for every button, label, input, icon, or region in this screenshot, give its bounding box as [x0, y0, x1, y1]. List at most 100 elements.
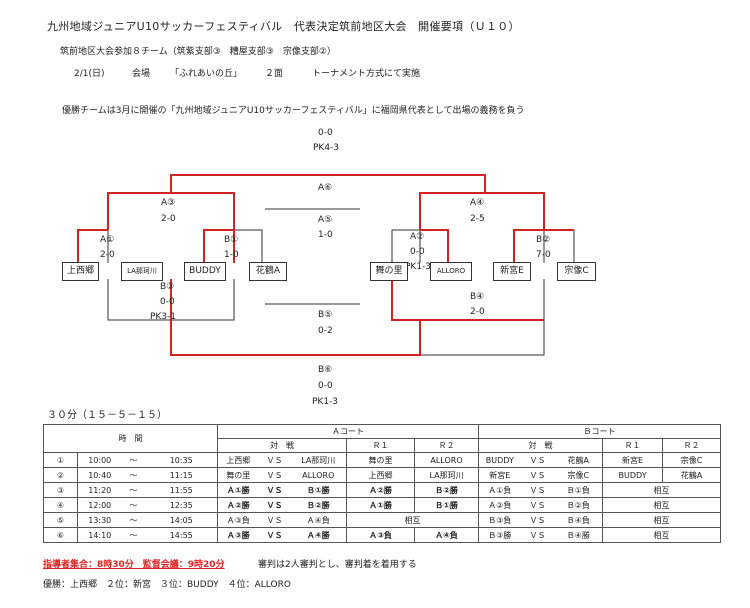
vs-label: ＶＳ [266, 485, 283, 495]
match-a1-score: 2-0 [100, 250, 115, 260]
court-a-referee: 相互 [345, 512, 480, 528]
row-number: ⑥ [43, 527, 78, 543]
bracket-winner-line [170, 174, 486, 193]
court-a-away: ALLORO [290, 467, 347, 483]
court-b-referee: 相互 [602, 497, 722, 513]
team-box: LA那珂川 [121, 262, 163, 281]
table-row: ⑥ 14:10 ～ 14:55 Ａ③勝 ＶＳ Ａ④勝 Ａ③負 Ａ④負 Ｂ③勝 Ｖ… [43, 527, 722, 543]
court-b-away: 花鶴A [554, 452, 604, 468]
vs-label: ＶＳ [266, 500, 283, 510]
end-time: 14:05 [145, 512, 218, 528]
vs-label: ＶＳ [520, 467, 555, 483]
bracket-winner-line [419, 192, 485, 230]
match-format-label: ３０分（１５－５－１５） [47, 410, 167, 421]
court-a-away: Ａ④勝 [306, 530, 330, 540]
start-time: 11:20 [77, 482, 122, 498]
time-separator: ～ [121, 497, 146, 513]
court-a-r2: Ｂ②勝 [435, 485, 458, 495]
vs-label: ＶＳ [520, 527, 555, 543]
participants-text: 筑前地区大会参加８チーム（筑紫支部③ 糟屋支部③ 宗像支部②） [60, 47, 336, 57]
end-time: 10:35 [145, 452, 218, 468]
match-b2-score: 7-0 [536, 250, 551, 260]
match-header: 対 戦 [478, 438, 604, 453]
vs-label: ＶＳ [520, 512, 555, 528]
match-a2-label: A② [410, 232, 425, 242]
third-place-score: 0-0 [318, 381, 333, 391]
match-b3-label: B③ [160, 282, 175, 292]
court-a-r1: Ａ③負 [369, 530, 392, 540]
court-b-r2: 宗像C [662, 452, 722, 468]
referee-note: 審判は2人審判とし、審判着を着用する [258, 560, 417, 570]
court-b-away: Ｂ①負 [554, 482, 604, 498]
semi-a-score: 1-0 [318, 230, 333, 240]
match-b3-score: 0-0 [160, 297, 175, 307]
court-b-referee: 相互 [602, 512, 722, 528]
court-a-home: Ａ③勝 [226, 530, 250, 540]
end-time: 12:35 [145, 497, 218, 513]
court-a-header: Ａコート [216, 424, 480, 439]
court-a-r2: LA那珂川 [413, 467, 480, 483]
team-box: BUDDY [184, 262, 226, 281]
match-a4-score: 2-5 [470, 214, 485, 224]
venue-label: 会場 [132, 69, 151, 79]
match-a1-label: A① [100, 235, 115, 245]
team-box: 花鶴A [249, 262, 287, 281]
row-number: ② [43, 467, 78, 483]
court-b-referee: 相互 [602, 527, 722, 543]
court-a-home: 舞の里 [217, 467, 259, 483]
court-a-r1: 舞の里 [346, 452, 415, 468]
court-b-r1: 新宮E [602, 452, 664, 468]
bracket-winner-line [391, 279, 544, 321]
start-time: 10:00 [77, 452, 122, 468]
court-b-r1: BUDDY [602, 467, 664, 483]
start-time: 10:40 [77, 467, 122, 483]
court-a-r1: 上西郷 [346, 467, 415, 483]
event-date: 2/1(日) [74, 69, 105, 79]
semi-a-label: A⑤ [318, 215, 333, 225]
vs-label: ＶＳ [258, 512, 291, 528]
vs-label: ＶＳ [258, 452, 291, 468]
final-pk: PK4-3 [313, 143, 340, 153]
bracket-winner-line [203, 229, 235, 263]
start-time: 12:00 [77, 497, 122, 513]
r1-header: Ｒ１ [602, 438, 664, 453]
match-a2-pk: PK1-3 [405, 262, 432, 272]
table-row: ① 10:00 ～ 10:35 上西郷 ＶＳ LA那珂川 舞の里 ALLORO … [43, 452, 722, 468]
end-time: 11:15 [145, 467, 218, 483]
match-b1-score: 1-0 [224, 250, 239, 260]
semi-b-label: B⑤ [318, 310, 333, 320]
qualification-note: 優勝チームは3月に開催の「九州地域ジュニアU10サッカーフェスティバル」に福岡県… [62, 106, 525, 116]
match-b1-label: B① [224, 235, 239, 245]
table-row: ④ 12:00 ～ 12:35 Ａ②勝 ＶＳ Ｂ②勝 Ａ①勝 Ｂ①勝 Ａ②負 Ｖ… [43, 497, 722, 513]
team-box: ALLORO [430, 262, 472, 281]
vs-label: ＶＳ [520, 482, 555, 498]
start-time: 13:30 [77, 512, 122, 528]
row-number: ④ [43, 497, 78, 513]
court-a-r1: Ａ②勝 [369, 485, 392, 495]
court-a-r2: Ｂ①勝 [435, 500, 458, 510]
vs-label: ＶＳ [266, 530, 283, 540]
courts-text: ２面 [265, 69, 284, 79]
team-box: 舞の里 [370, 262, 408, 281]
table-row: ⑤ 13:30 ～ 14:05 Ａ③負 ＶＳ Ａ④負 相互 Ｂ③負 ＶＳ Ｂ④負… [43, 512, 722, 528]
venue-name: 「ふれあいの丘」 [170, 69, 243, 79]
court-b-home: Ｂ③勝 [478, 527, 521, 543]
court-b-away: 宗像C [554, 467, 604, 483]
r2-header: Ｒ２ [662, 438, 722, 453]
court-a-away: Ｂ②勝 [306, 500, 330, 510]
r1-header: Ｒ１ [346, 438, 415, 453]
bracket-line [391, 229, 421, 263]
vs-label: ＶＳ [520, 497, 555, 513]
team-box: 新宮E [493, 262, 531, 281]
time-separator: ～ [121, 512, 146, 528]
court-b-r2: 花鶴A [662, 467, 722, 483]
semi-b-score: 0-2 [318, 326, 333, 336]
court-b-home: Ａ②負 [478, 497, 521, 513]
tournament-bracket [77, 174, 575, 356]
court-b-home: Ｂ③負 [478, 512, 521, 528]
court-a-away: Ａ④負 [290, 512, 347, 528]
match-header: 対 戦 [217, 438, 347, 453]
match-a4-label: A④ [470, 198, 485, 208]
match-a3-label: A③ [161, 198, 176, 208]
page-title: 九州地域ジュニアU10サッカーフェスティバル 代表決定筑前地区大会 開催要項（Ｕ… [47, 20, 520, 33]
